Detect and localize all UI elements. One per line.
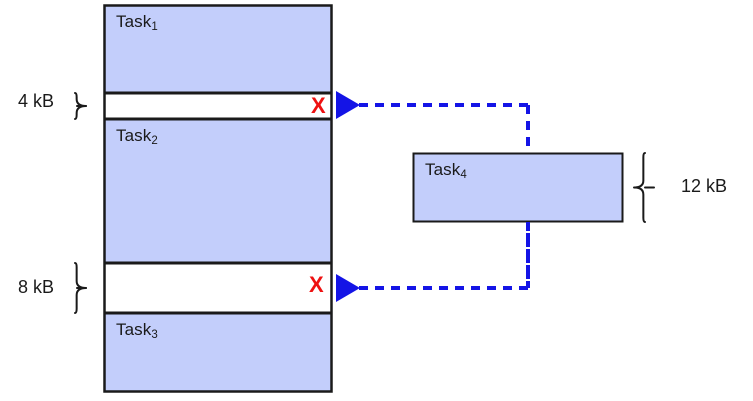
memory-hole-hole1 bbox=[103, 92, 333, 120]
label-task2: Task2 bbox=[116, 126, 158, 147]
task4-block bbox=[412, 152, 624, 223]
size-label-8kb: 8 kB bbox=[18, 277, 55, 297]
x-hole2: X bbox=[309, 272, 324, 297]
size-label-4kb: 4 kB bbox=[18, 91, 55, 111]
label-task1: Task1 bbox=[116, 12, 158, 33]
size-label-12kb: 12 kB bbox=[681, 176, 728, 196]
label-task3: Task3 bbox=[116, 320, 158, 341]
x-hole1: X bbox=[311, 93, 326, 118]
label-task4: Task4 bbox=[425, 160, 467, 181]
memory-column-frame bbox=[103, 4, 333, 393]
brace-12kb bbox=[633, 152, 646, 223]
